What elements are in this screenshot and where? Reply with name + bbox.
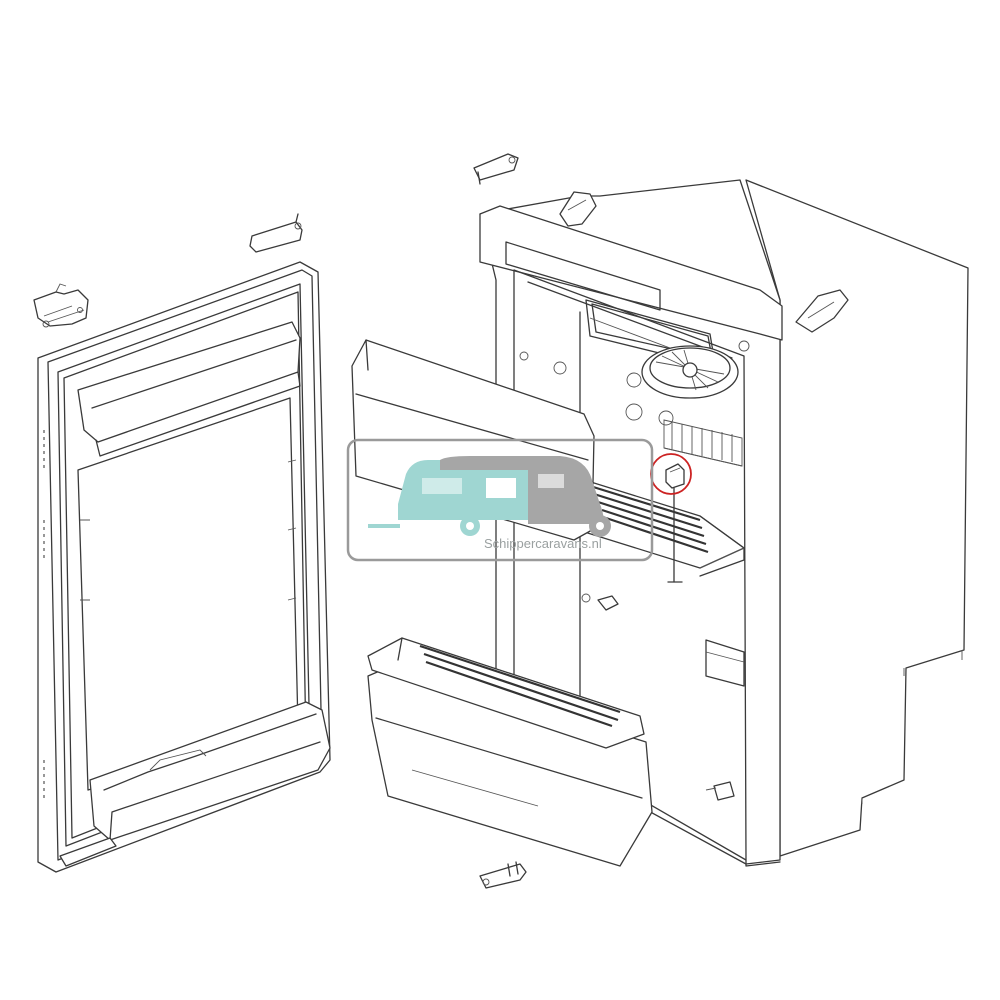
fridge-cabinet bbox=[479, 179, 969, 867]
camper-icon bbox=[440, 456, 604, 524]
fan bbox=[641, 345, 739, 399]
evaporator-fins bbox=[663, 419, 743, 467]
door-hinge-top bbox=[249, 213, 303, 253]
watermark-text: Schippercaravans.nl bbox=[484, 536, 602, 551]
crisper-cover-grid bbox=[367, 637, 645, 749]
door-catch-part bbox=[33, 283, 89, 328]
mounting-strap-left bbox=[559, 191, 597, 227]
fridge-door bbox=[37, 261, 331, 873]
caravan-icon bbox=[398, 460, 528, 520]
mounting-strap-right bbox=[795, 289, 849, 333]
cabinet-hinge-bottom bbox=[479, 861, 527, 889]
cabinet-hinge-top bbox=[473, 153, 519, 185]
highlighted-shelf-support bbox=[650, 453, 692, 583]
watermark-logo: Schippercaravans.nl bbox=[346, 438, 654, 562]
